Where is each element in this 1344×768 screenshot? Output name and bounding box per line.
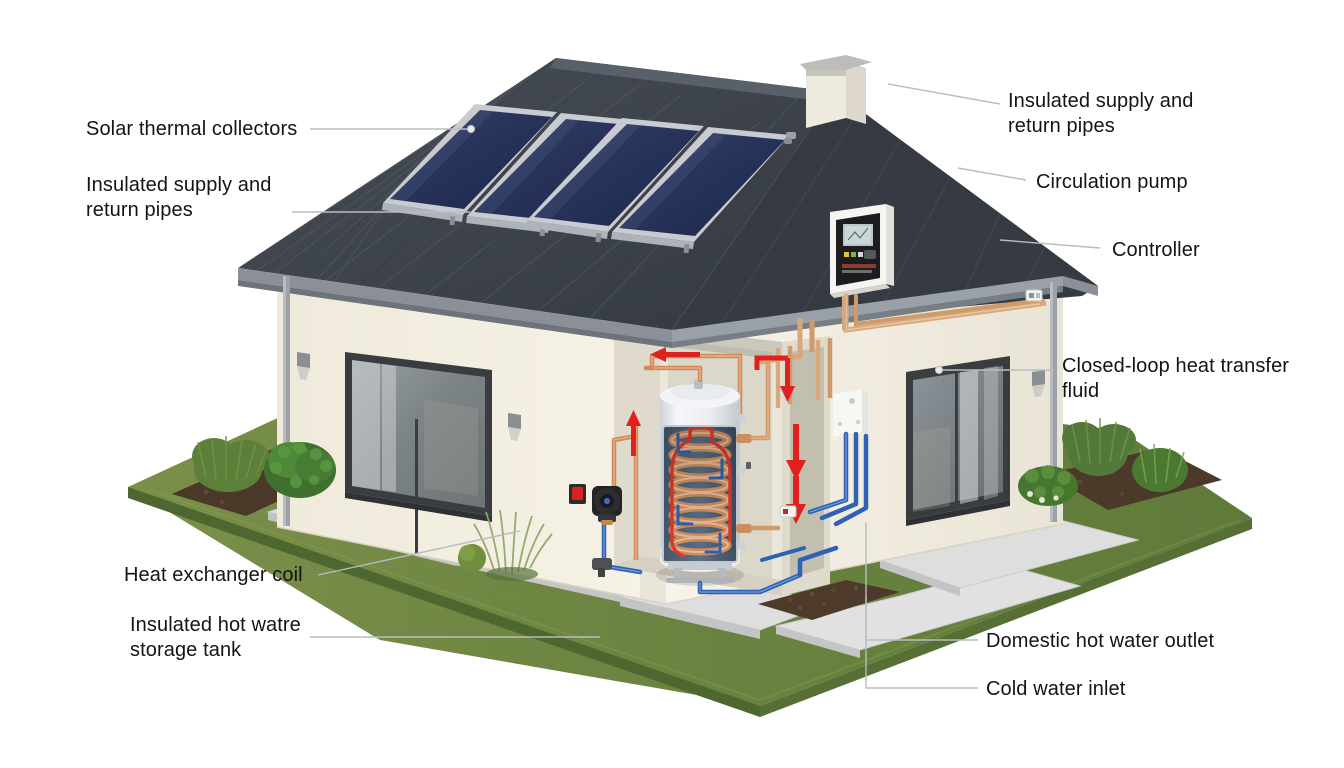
label-heat-exchanger-coil: Heat exchanger coil: [124, 564, 303, 586]
solar-thermal-collectors: [382, 104, 796, 254]
label-closed-loop-heat-transfer-fluid: Closed-loop heat transfer fluid: [1062, 355, 1290, 402]
label-circulation-pump: Circulation pump: [1036, 171, 1188, 193]
collector-panel-4: [612, 127, 790, 242]
shrub-left-round: [264, 442, 336, 498]
label-controller: Controller: [1112, 239, 1200, 261]
ornamental-grass-left: [473, 509, 553, 581]
chimney: [800, 55, 872, 128]
shrub-left-tall: [192, 436, 270, 492]
cold-water-pipes: [760, 431, 869, 578]
label-insulated-supply-return-pipes-left: Insulated supply and return pipes: [86, 174, 272, 221]
label-domestic-hot-water-outlet: Domestic hot water outlet: [986, 630, 1215, 652]
tank-fittings: [736, 414, 752, 550]
circulation-pump: [569, 484, 622, 577]
flow-arrow-down-right-upper: [754, 355, 795, 402]
wall-lamps: [297, 352, 1045, 441]
tank-pipe-connections: [601, 361, 803, 595]
shrub-right-tall: [1062, 418, 1136, 476]
collector-panel-1: [383, 104, 557, 215]
leader-lines: [292, 83, 1101, 689]
label-cold-water-inlet: Cold water inlet: [986, 678, 1126, 700]
wall-meter: [779, 505, 797, 518]
flow-arrow-up-left: [626, 410, 641, 456]
collector-panel-2: [467, 113, 643, 226]
controller-unit[interactable]: [830, 204, 894, 298]
flow-arrow-down-1: [786, 424, 806, 480]
sliding-door-left: [345, 352, 492, 554]
tank-cutaway: [663, 426, 737, 562]
junction-box[interactable]: [833, 390, 868, 437]
shrub-right-far: [1132, 443, 1188, 492]
sliding-door-right: [906, 356, 1010, 526]
label-insulated-supply-return-pipes-right: Insulated supply and return pipes: [1008, 90, 1194, 137]
boxwood-ball-left: [458, 544, 486, 572]
controller-indicator-leds: [844, 252, 863, 257]
label-solar-thermal-collectors: Solar thermal collectors: [86, 118, 298, 140]
shrub-right-low: [1018, 465, 1078, 506]
label-insulated-hot-water-storage-tank: Insulated hot watre storage tank: [130, 614, 301, 661]
collector-panel-3: [527, 118, 704, 232]
hot-water-storage-tank: [656, 380, 752, 586]
flow-arrow-left-top: [650, 347, 700, 362]
